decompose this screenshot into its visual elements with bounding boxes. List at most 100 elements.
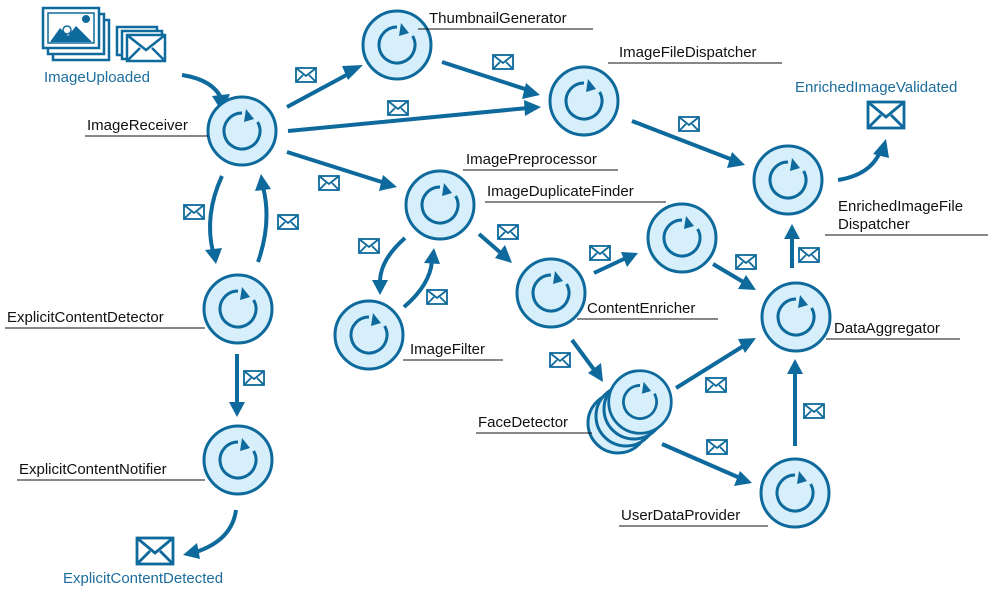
node-image-duplicate-finder[interactable]: ImageDuplicateFinder — [485, 183, 718, 274]
envelope-icon — [678, 116, 700, 132]
edge-preprocessor-to-filter-head — [372, 280, 388, 295]
image-uploaded-event: ImageUploaded — [41, 6, 167, 86]
explicit-content-detected-event: ExplicitContentDetected — [63, 536, 223, 587]
edge-thumbnail-to-filedispatcher-head — [522, 83, 540, 99]
node-image-preprocessor[interactable]: ImagePreprocessor — [404, 151, 618, 241]
envelope-icon — [589, 245, 611, 261]
edge-userdataprovider-to-aggregator-head — [787, 359, 803, 374]
node-explicit-content-notifier[interactable]: ExplicitContentNotifier — [17, 424, 274, 496]
edge-preprocessor-to-filter — [378, 236, 407, 283]
edge-explicitdetector-to-receiver — [256, 186, 269, 263]
processor-icon — [404, 169, 476, 241]
node-face-detector[interactable]: FaceDetector — [476, 369, 673, 455]
edge-notifier-to-detected-head — [183, 543, 200, 559]
node-label-enriched-dispatcher-line1: EnrichedImageFile — [838, 198, 963, 215]
envelope-stack-icon — [115, 25, 167, 63]
edge-filter-to-preprocessor — [402, 260, 434, 309]
edge-explicitdetector-to-notifier-head — [229, 402, 245, 417]
edges — [181, 60, 889, 559]
edge-facedetector-to-userdataprovider — [661, 442, 741, 480]
processor-icon — [361, 9, 433, 81]
envelope-icon — [183, 204, 205, 220]
envelope-icon — [866, 100, 906, 130]
edge-preprocessor-to-enricher — [477, 232, 504, 256]
edge-receiver-to-thumbnail-head — [342, 65, 363, 80]
edge-enricheddispatcher-to-validated-head — [873, 139, 889, 158]
node-image-receiver[interactable]: ImageReceiver — [85, 95, 278, 167]
edge-enricher-to-duplicatefinder — [593, 256, 627, 275]
edge-receiver-to-filedispatcher-head — [524, 100, 541, 116]
envelope-icon — [706, 439, 728, 455]
node-label-user-data-provider: UserDataProvider — [621, 507, 740, 524]
envelope-icon — [387, 100, 409, 116]
processor-icon — [202, 424, 274, 496]
envelope-icon — [135, 536, 175, 566]
node-explicit-content-detector[interactable]: ExplicitContentDetector — [5, 273, 274, 345]
envelope-icon — [492, 54, 514, 70]
edge-facedetector-to-userdataprovider-head — [734, 471, 752, 486]
envelope-icon — [735, 254, 757, 270]
envelope-icon — [803, 403, 825, 419]
edge-thumbnail-to-filedispatcher — [441, 60, 529, 92]
enriched-image-validated-event: EnrichedImageValidated — [795, 79, 957, 130]
edge-enricher-to-facedetector-head — [588, 363, 603, 382]
processor-icon — [202, 273, 274, 345]
edge-receiver-to-thumbnail — [286, 70, 353, 109]
edge-facedetector-to-aggregator — [674, 343, 747, 390]
envelope-icon — [243, 370, 265, 386]
edge-duplicatefinder-to-aggregator — [711, 262, 747, 285]
node-label-image-filter: ImageFilter — [410, 341, 485, 358]
envelope-icon — [295, 67, 317, 83]
node-thumbnail-generator[interactable]: ThumbnailGenerator — [361, 9, 593, 81]
edge-aggregator-to-enricheddispatcher-head — [784, 224, 800, 239]
node-label-data-aggregator: DataAggregator — [834, 320, 940, 337]
edge-receiver-to-explicitdetector-head — [205, 248, 222, 264]
processor-icon — [752, 144, 824, 216]
edge-facedetector-to-aggregator-head — [738, 338, 756, 353]
edge-receiver-to-filedispatcher — [287, 106, 529, 133]
edge-filter-to-preprocessor-head — [424, 248, 440, 264]
processor-icon — [548, 65, 620, 137]
node-user-data-provider[interactable]: UserDataProvider — [619, 457, 831, 529]
node-label-thumbnail-generator: ThumbnailGenerator — [429, 10, 567, 27]
image-stack-icon — [41, 6, 111, 62]
edge-explicitdetector-to-receiver-head — [255, 174, 271, 191]
node-label-face-detector: FaceDetector — [478, 414, 568, 431]
node-label-image-preprocessor: ImagePreprocessor — [466, 151, 597, 168]
edge-duplicatefinder-to-aggregator-head — [738, 275, 756, 290]
node-label-content-enricher: ContentEnricher — [587, 300, 695, 317]
node-content-enricher[interactable]: ContentEnricher — [515, 257, 718, 329]
event-label-explicit-content-detected: ExplicitContentDetected — [63, 570, 223, 587]
processor-icon — [646, 202, 718, 274]
edge-receiver-to-preprocessor-head — [379, 175, 397, 191]
edge-notifier-to-detected — [195, 509, 238, 554]
event-label-enriched-image-validated: EnrichedImageValidated — [795, 79, 957, 96]
envelope-icon — [318, 175, 340, 191]
processor-icon — [759, 457, 831, 529]
processor-icon — [515, 257, 587, 329]
event-label-image-uploaded: ImageUploaded — [44, 69, 150, 86]
envelope-icon — [426, 289, 448, 305]
envelope-icon — [497, 224, 519, 240]
processor-icon — [607, 369, 673, 435]
envelope-icon — [798, 247, 820, 263]
node-label-explicit-content-notifier: ExplicitContentNotifier — [19, 461, 167, 478]
node-label-enriched-dispatcher-line2: Dispatcher — [838, 216, 910, 233]
node-image-filter[interactable]: ImageFilter — [333, 299, 503, 371]
node-data-aggregator[interactable]: DataAggregator — [760, 281, 960, 353]
node-image-file-dispatcher[interactable]: ImageFileDispatcher — [548, 44, 782, 137]
node-label-image-file-dispatcher: ImageFileDispatcher — [619, 44, 757, 61]
edge-receiver-to-explicitdetector — [208, 175, 224, 253]
edge-enricher-to-duplicatefinder-head — [621, 252, 638, 267]
envelope-icon — [705, 377, 727, 393]
edge-receiver-to-preprocessor — [286, 150, 386, 185]
processor-icon — [760, 281, 832, 353]
edge-enricheddispatcher-to-validated — [837, 151, 882, 182]
edge-preprocessor-to-enricher-head — [495, 245, 512, 263]
node-enriched-image-file-dispatcher[interactable]: EnrichedImageFile Dispatcher — [752, 144, 988, 236]
envelope-icon — [549, 352, 571, 368]
node-label-image-duplicate-finder: ImageDuplicateFinder — [487, 183, 634, 200]
envelope-icon — [358, 238, 380, 254]
